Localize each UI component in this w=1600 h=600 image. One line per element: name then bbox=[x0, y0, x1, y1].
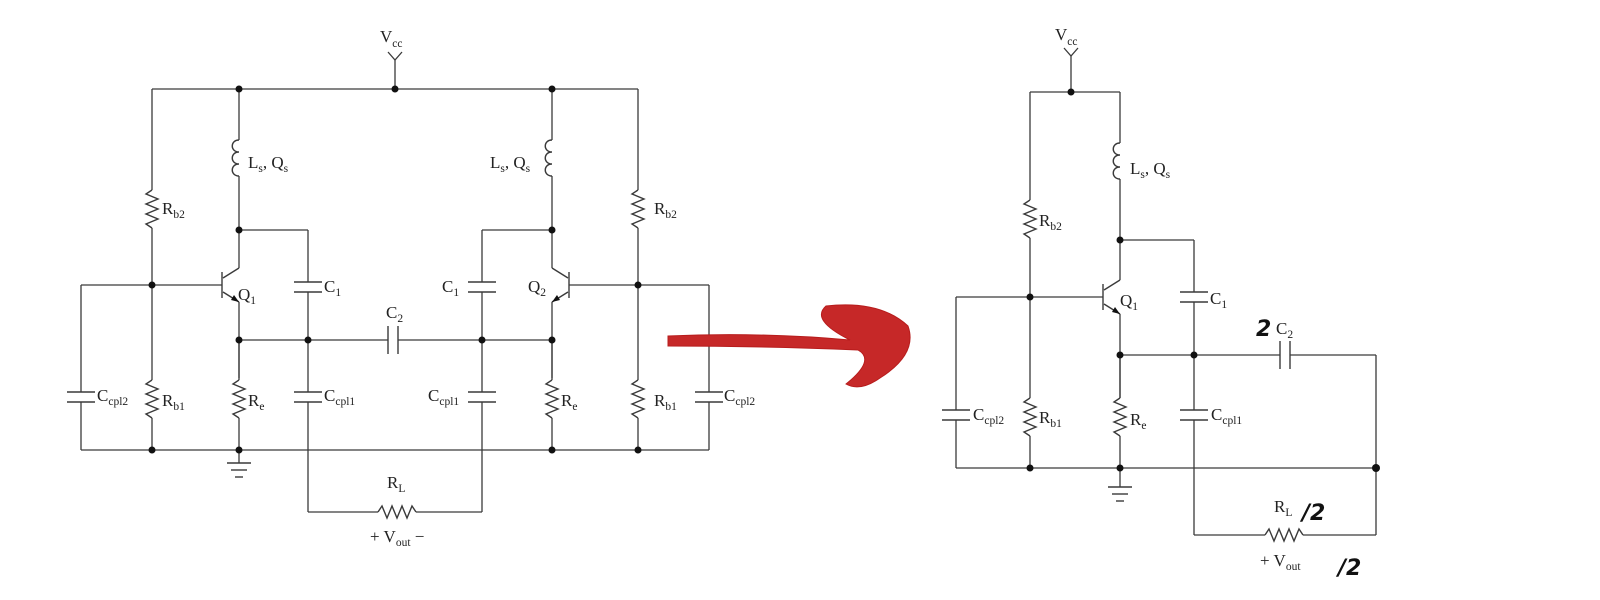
c2-capacitor bbox=[387, 326, 399, 354]
left-ccpl1-capacitor bbox=[294, 340, 322, 512]
half-re-resistor bbox=[1112, 355, 1128, 487]
half-c2-capacitor bbox=[1279, 341, 1291, 369]
right-ccpl2-capacitor bbox=[695, 285, 723, 450]
left-ccpl2-capacitor bbox=[67, 285, 95, 450]
left-rl-label: RL bbox=[387, 473, 405, 495]
right-c1-capacitor bbox=[468, 230, 496, 340]
left-ground-symbol bbox=[227, 462, 251, 478]
left-re-resistor bbox=[231, 340, 247, 463]
half-vcc-symbol bbox=[1063, 47, 1079, 92]
c2-label: C2 bbox=[386, 303, 403, 325]
half-rl-handwritten-div: /2 bbox=[1299, 501, 1325, 526]
half-inductor bbox=[1112, 92, 1121, 240]
left-vcc-symbol bbox=[387, 51, 403, 89]
half-c1-capacitor bbox=[1180, 240, 1208, 355]
right-rb2-resistor bbox=[630, 89, 646, 285]
right-re-resistor bbox=[544, 340, 560, 450]
right-c1-label: C1 bbox=[442, 277, 459, 299]
left-vcc-label: Vcc bbox=[380, 27, 403, 50]
half-vout-label: + Vout bbox=[1260, 551, 1301, 573]
right-ccpl2-label: Ccpl2 bbox=[724, 386, 755, 408]
left-rl-resistor bbox=[308, 504, 482, 520]
half-vout-handwritten-div: /2 bbox=[1335, 556, 1361, 581]
left-q1-transistor bbox=[221, 230, 240, 378]
half-rb1-label: Rb1 bbox=[1039, 408, 1062, 430]
left-re-label: Re bbox=[248, 391, 264, 413]
half-ccpl1-capacitor bbox=[1180, 355, 1208, 535]
right-rb2-label: Rb2 bbox=[654, 199, 677, 221]
half-ccpl1-label: Ccpl1 bbox=[1211, 405, 1242, 427]
half-rl-label: RL bbox=[1274, 497, 1292, 519]
transform-arrow bbox=[667, 304, 911, 388]
half-c2-label: C2 bbox=[1276, 319, 1293, 341]
half-q1-label: Q1 bbox=[1120, 291, 1138, 313]
right-ccpl1-capacitor bbox=[468, 340, 496, 512]
left-rb2-resistor bbox=[144, 89, 160, 285]
left-ccpl1-label: Ccpl1 bbox=[324, 386, 355, 408]
right-rb1-label: Rb1 bbox=[654, 391, 677, 413]
half-re-label: Re bbox=[1130, 410, 1146, 432]
left-circuit: Vcc Rb2 Ccpl2 Rb1 bbox=[67, 27, 755, 549]
left-inductor-label: Ls, Qs bbox=[248, 153, 289, 175]
right-inductor-label: Ls, Qs bbox=[490, 153, 531, 175]
left-junction-dots bbox=[148, 85, 642, 454]
q2-label: Q2 bbox=[528, 277, 546, 299]
left-vout-label: + Vout − bbox=[370, 527, 424, 549]
right-inductor bbox=[544, 89, 553, 230]
left-c1-label: C1 bbox=[324, 277, 341, 299]
half-rb2-label: Rb2 bbox=[1039, 211, 1062, 233]
left-q1-label: Q1 bbox=[238, 285, 256, 307]
right-ccpl1-label: Ccpl1 bbox=[428, 386, 459, 408]
half-ground-symbol bbox=[1108, 486, 1132, 502]
half-q1-transistor bbox=[1102, 240, 1121, 398]
half-rb1-resistor bbox=[1022, 297, 1038, 468]
half-inductor-label: Ls, Qs bbox=[1130, 159, 1171, 181]
half-ccpl2-label: Ccpl2 bbox=[973, 405, 1004, 427]
half-vcc-label: Vcc bbox=[1055, 25, 1078, 48]
half-rb2-resistor bbox=[1022, 92, 1038, 297]
half-rl-resistor bbox=[1194, 527, 1376, 543]
half-c2-handwritten-2: 2 bbox=[1256, 317, 1271, 342]
half-c1-label: C1 bbox=[1210, 289, 1227, 311]
half-ccpl2-capacitor bbox=[942, 297, 970, 468]
right-re-label: Re bbox=[561, 391, 577, 413]
left-rb1-label: Rb1 bbox=[162, 391, 185, 413]
left-rb1-resistor bbox=[144, 285, 160, 450]
half-junction-dots bbox=[1026, 88, 1380, 472]
left-rb2-label: Rb2 bbox=[162, 199, 185, 221]
right-rb1-resistor bbox=[630, 285, 646, 450]
left-c1-capacitor bbox=[294, 230, 322, 340]
left-inductor bbox=[231, 89, 240, 230]
right-circuit: Vcc Rb2 Ccpl2 Rb1 bbox=[942, 25, 1380, 581]
left-ccpl2-label: Ccpl2 bbox=[97, 386, 128, 408]
q2-transistor bbox=[551, 230, 570, 378]
